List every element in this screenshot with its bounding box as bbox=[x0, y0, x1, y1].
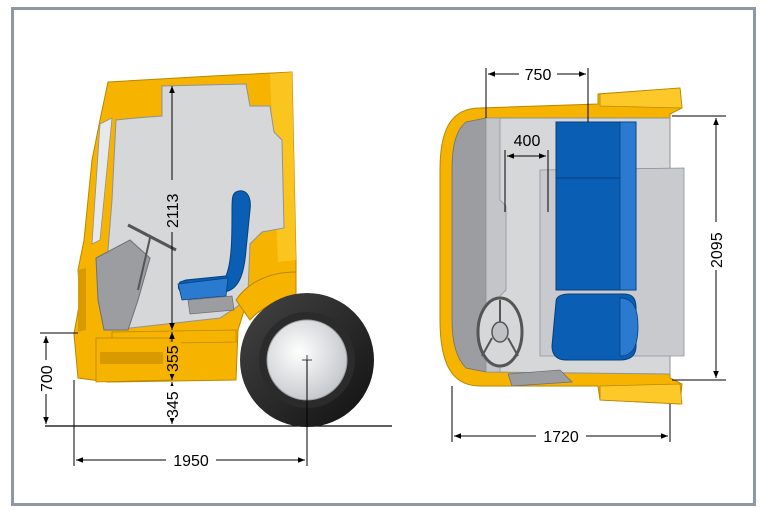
frame-border bbox=[11, 7, 756, 506]
top-view: 750 400 2095 1720 bbox=[439, 65, 728, 446]
ground-clearance-label: 345 bbox=[165, 391, 182, 418]
driver-seat-top bbox=[551, 293, 637, 361]
seat-offset-label: 750 bbox=[525, 67, 552, 84]
wheel-offset-label: 400 bbox=[514, 133, 541, 150]
cab-width-label: 1720 bbox=[543, 429, 579, 446]
steering-wheel-top bbox=[476, 296, 524, 368]
interior-length-label: 2095 bbox=[709, 232, 726, 268]
interior-height-label: 2113 bbox=[165, 193, 182, 228]
step-height-label: 355 bbox=[165, 345, 182, 372]
cab-length-label: 1950 bbox=[173, 453, 209, 470]
floor-height-label: 700 bbox=[39, 365, 56, 392]
side-view: 2113 355 345 700 1950 bbox=[36, 71, 392, 470]
